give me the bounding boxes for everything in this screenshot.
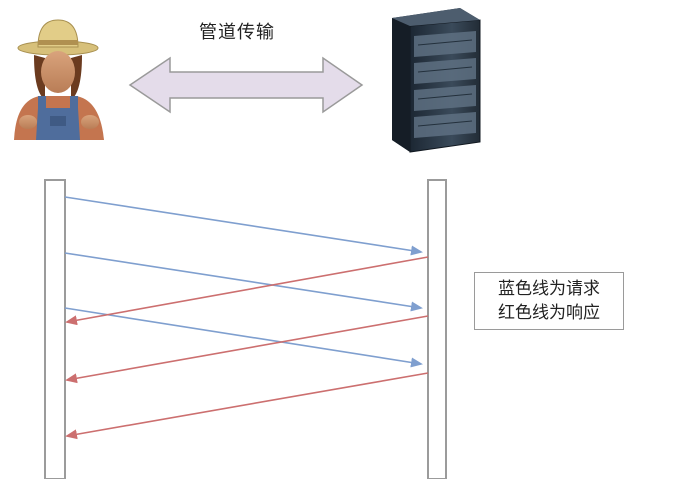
client-lifeline <box>44 179 66 479</box>
request-arrow-1 <box>64 196 423 256</box>
farmer-person-icon <box>14 19 104 140</box>
request-arrow-2 <box>64 252 423 312</box>
request-arrow-3 <box>64 307 423 368</box>
response-arrow-2 <box>65 315 429 384</box>
legend-box: 蓝色线为请求 红色线为响应 <box>474 272 624 330</box>
legend-request-label: 蓝色线为请求 <box>498 279 600 299</box>
legend-response-label: 红色线为响应 <box>498 303 600 323</box>
server-rack-icon <box>392 8 481 153</box>
response-arrow-1 <box>65 256 429 326</box>
pipe-transfer-title: 管道传输 <box>199 22 275 43</box>
response-arrow-3 <box>65 372 429 440</box>
server-lifeline <box>427 179 447 479</box>
pipe-double-arrow <box>128 56 364 114</box>
